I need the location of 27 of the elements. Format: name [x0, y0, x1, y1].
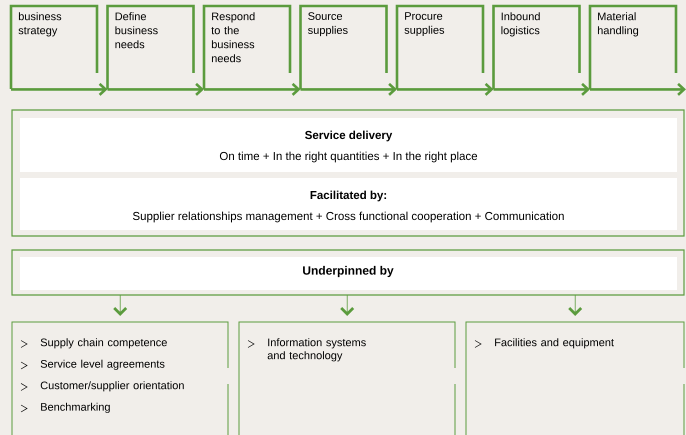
- process-arrow: [204, 82, 300, 96]
- step-label: Procure supplies: [404, 12, 444, 36]
- list-item: Information systems and technology: [268, 338, 366, 362]
- step-label: Material handling: [598, 12, 638, 36]
- heading-band: Underpinned by: [11, 249, 685, 296]
- text-panel: Service delivery On time + In the right quantities + In the right place: [20, 118, 677, 172]
- list-item: Customer/supplier orientation: [40, 381, 184, 392]
- list-item: Benchmarking: [41, 402, 110, 413]
- chevron-arrow: [568, 295, 582, 316]
- step-label: business strategy: [18, 12, 62, 36]
- step-label: Define business needs: [115, 12, 158, 48]
- process-arrow: [494, 82, 590, 96]
- list-item: Service level agreements: [40, 360, 164, 370]
- list-item: Supply chain competence: [40, 338, 167, 348]
- step-label: Source supplies: [308, 12, 348, 36]
- list-item: Facilities and equipment: [495, 338, 614, 348]
- step-label: Inbound logistics: [501, 12, 540, 36]
- process-arrow: [397, 82, 494, 96]
- process-arrow: [11, 82, 108, 96]
- process-arrow: [590, 82, 686, 96]
- chevron-arrow: [340, 295, 354, 316]
- chevron-arrow: [113, 295, 128, 316]
- frame-box: [11, 109, 685, 237]
- process-arrow: [108, 82, 204, 96]
- process-arrow: [300, 82, 397, 96]
- step-label: Respond to the business needs: [211, 12, 255, 62]
- text-panel: Facilitated by: Supplier relationships management + Cross functional cooperation + Communication: [20, 178, 677, 230]
